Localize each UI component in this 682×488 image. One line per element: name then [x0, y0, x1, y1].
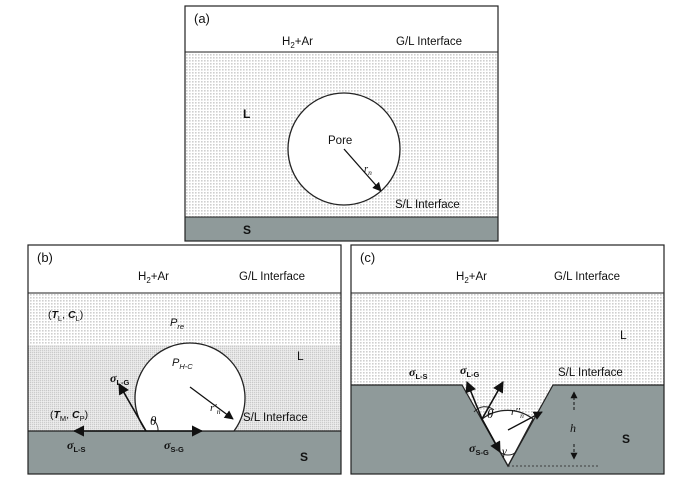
panel-b-tl-cl-label: (TL, CL) — [48, 309, 83, 323]
panel-c-theta-arc — [473, 406, 495, 413]
panel-c-gl-interface-label: G/L Interface — [554, 271, 620, 283]
panel-a-liquid-label: L — [243, 107, 250, 121]
panel-a-sl-interface-label: S/L Interface — [395, 199, 460, 211]
panel-c-sigma-lg-label: σL-G — [460, 363, 480, 379]
panel-c-sigma-sg-arrow — [481, 418, 501, 453]
panel-c-gas-label: H2+Ar — [456, 271, 487, 285]
panel-c-theta-label: θ — [487, 406, 494, 421]
panel-c-solid-label: S — [622, 432, 630, 446]
panel-a-letter: (a) — [194, 11, 210, 26]
panel-b-sigma-lg-arrow — [118, 383, 147, 432]
panel-a-radius-label: rn — [364, 164, 372, 177]
panel-b-sigma-lg-label: σL-G — [110, 371, 130, 387]
panel-b-gas-label: H2+Ar — [138, 271, 169, 285]
panel-c-gas-region — [351, 245, 664, 293]
panel-a-radius-arrow — [343, 148, 382, 192]
panel-b-p-re-label: Pre — [170, 317, 184, 331]
panel-b-radius-label: r′n — [210, 402, 221, 416]
panel-c-sigma-lg-arrow — [481, 381, 504, 420]
panel-c-sigma-ls-label: σL-S — [409, 365, 428, 381]
panel-c-liquid-label: L — [620, 328, 627, 342]
panel-b-tm-cp-label: (TM, CP) — [50, 409, 88, 423]
panel-c-sl-interface-label: S/L Interface — [558, 367, 623, 379]
panel-c-frame — [350, 244, 665, 475]
panel-b-frame — [27, 244, 342, 475]
panel-c-sigma-ls-arrow — [465, 380, 483, 420]
panel-b-solid-label: S — [300, 450, 308, 464]
panel-a-gas-label: H2+Ar — [282, 36, 313, 50]
panel-b-radius-arrow — [189, 386, 234, 420]
panel-a-frame — [184, 5, 499, 242]
panel-b-gl-interface-label: G/L Interface — [239, 271, 305, 283]
panel-c-radius-arrow — [507, 411, 543, 431]
panel-a-gl-interface-label: G/L Interface — [396, 36, 462, 48]
panel-b-theta-label: θ — [150, 413, 157, 428]
panel-c-letter: (c) — [360, 250, 375, 265]
panel-c-radius-label: r′′n — [511, 406, 524, 420]
panel-b-sl-interface-label: S/L Interface — [243, 412, 308, 424]
panel-c-sigma-sg-label: σS-G — [469, 441, 489, 457]
panel-c-gamma-arc — [499, 451, 517, 456]
panel-a-gas-region — [185, 6, 498, 52]
panel-b-p-hc-label: PH-C — [172, 357, 193, 371]
panel-a: (a) H2+Ar G/L Interface L Pore rn S/L In… — [184, 5, 499, 242]
panel-b-letter: (b) — [37, 250, 53, 265]
panel-a-pore-label: Pore — [328, 135, 352, 147]
panel-b-gas-region — [28, 245, 341, 293]
panel-c-gamma-label: γ — [502, 444, 507, 458]
panel-b-sigma-sg-label: σS-G — [164, 438, 184, 454]
panel-b-liquid-label: L — [297, 349, 304, 363]
panel-b-sigma-ls-label: σL-S — [67, 438, 86, 454]
panel-a-solid-label: S — [243, 223, 251, 237]
panel-b-solid-region — [28, 431, 341, 474]
panel-a-solid-region — [185, 217, 498, 241]
panel-c: (c) H2+Ar G/L Interface L σL-S σL-G S/L … — [350, 244, 665, 475]
panel-c-h-label: h — [570, 421, 576, 435]
panel-b: (b) H2+Ar G/L Interface (TL, CL) Pre PH-… — [27, 244, 342, 475]
panel-c-solid-region — [351, 385, 664, 474]
